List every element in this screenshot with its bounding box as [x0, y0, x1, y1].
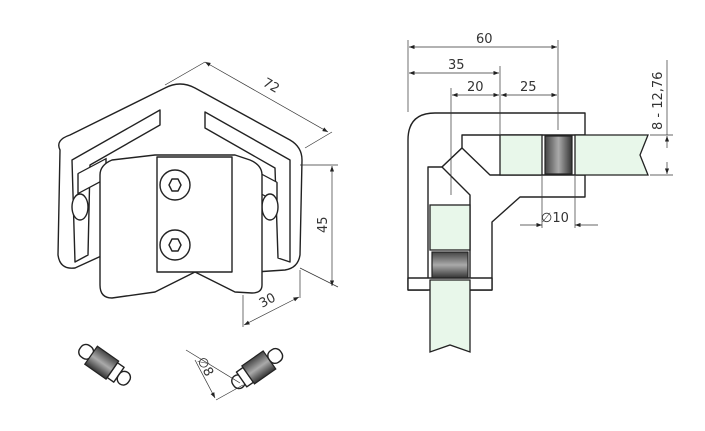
- glass-vertical: [429, 204, 471, 353]
- svg-text:8 - 12,76: 8 - 12,76: [651, 72, 666, 130]
- svg-text:∅8: ∅8: [193, 355, 215, 379]
- dim-72: 72: [164, 61, 333, 149]
- svg-text:30: 30: [257, 291, 279, 312]
- pin-left: [78, 343, 132, 386]
- dim-20: 20: [452, 80, 499, 98]
- dim-glass-thickness: 8 - 12,76: [650, 60, 673, 176]
- dim-pin-8: ∅8: [185, 349, 244, 401]
- left-pin-end: [71, 193, 89, 221]
- pin-right: [231, 347, 284, 390]
- iso-clamp-body: [57, 83, 303, 299]
- dim-60: 60: [409, 32, 557, 50]
- hex-socket-icon: [168, 178, 182, 192]
- svg-text:∅10: ∅10: [541, 211, 569, 226]
- pin-section-horizontal: [544, 135, 573, 175]
- svg-text:45: 45: [316, 216, 331, 233]
- svg-text:72: 72: [260, 75, 282, 96]
- svg-text:25: 25: [520, 80, 537, 95]
- dim-35: 35: [409, 58, 499, 76]
- dim-30: 30: [242, 270, 301, 327]
- right-pin-end: [261, 193, 279, 221]
- svg-text:20: 20: [467, 80, 484, 95]
- svg-text:60: 60: [476, 32, 493, 47]
- glass-horizontal: [499, 134, 649, 176]
- dim-pin-10: ∅10: [520, 176, 598, 228]
- svg-text:35: 35: [448, 58, 465, 73]
- dim-45: 45: [299, 164, 339, 288]
- dim-25: 25: [501, 80, 557, 98]
- pin-section-vertical: [431, 251, 469, 279]
- hex-socket-icon: [168, 238, 182, 252]
